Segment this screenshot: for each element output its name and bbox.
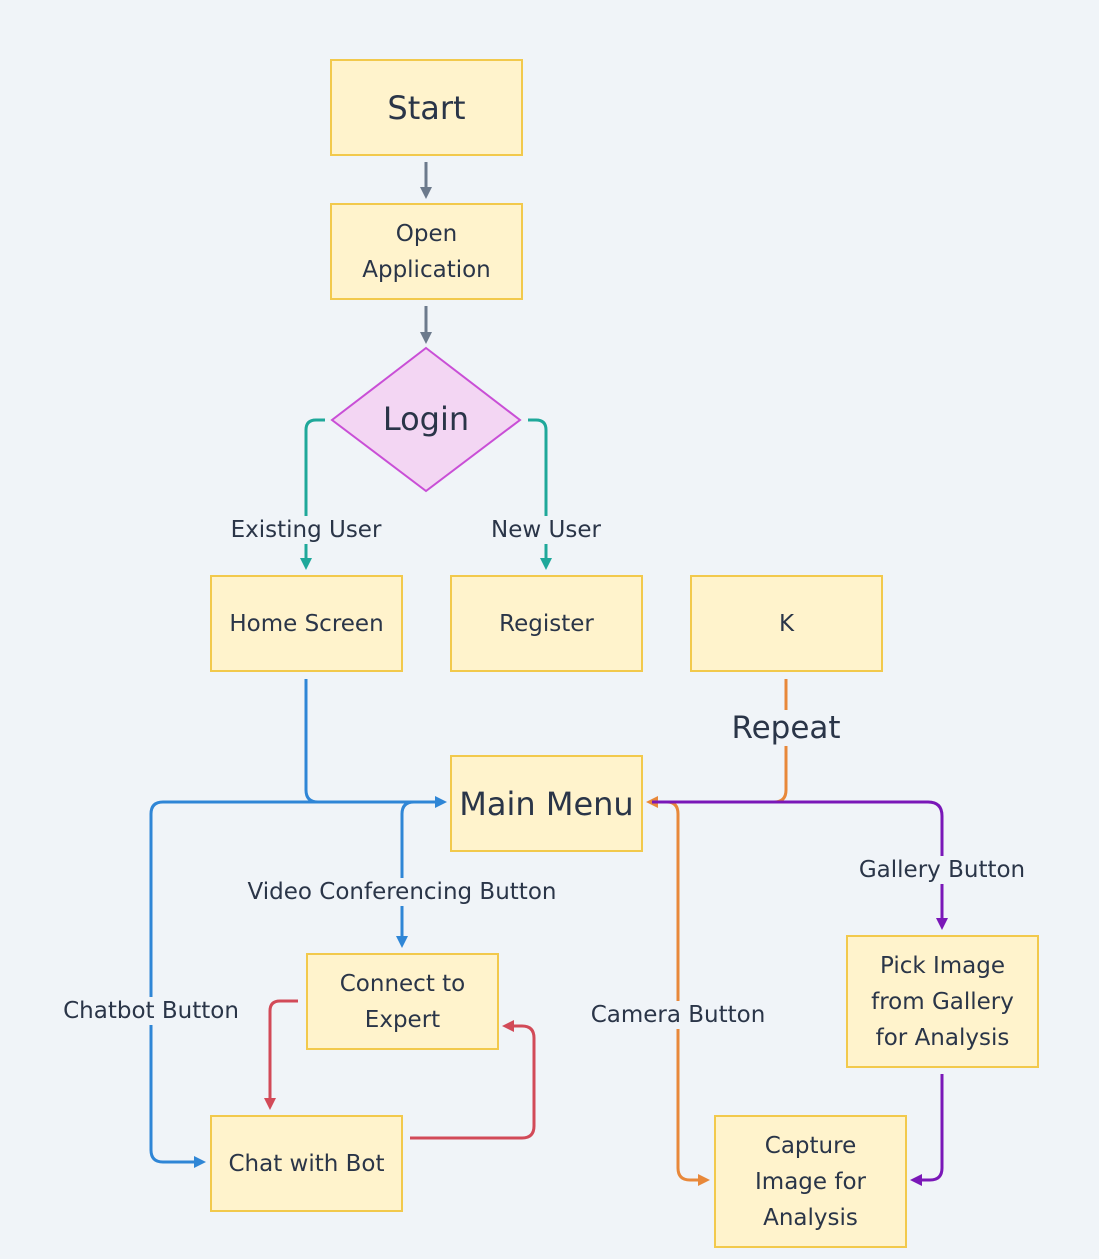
arrow-mainmenu-to-chat (149, 800, 441, 1168)
arrow-mainmenu-to-connect (396, 800, 441, 948)
node-start: Start (330, 59, 523, 156)
node-k: K (690, 575, 883, 672)
edge-label-existing-user: Existing User (226, 516, 386, 544)
arrow-login-to-home (300, 418, 325, 570)
edge-label-chatbot: Chatbot Button (59, 997, 243, 1025)
node-register: Register (450, 575, 643, 672)
node-main-menu: Main Menu (450, 755, 643, 852)
login-diamond (330, 346, 522, 493)
edge-label-camera: Camera Button (586, 1001, 770, 1029)
node-connect-to-expert-label: Connect to Expert (339, 970, 466, 1033)
arrow-login-to-register (528, 418, 552, 570)
node-pick-image-label: Pick Image from Gallery for Analysis (871, 952, 1014, 1051)
node-register-label: Register (499, 610, 594, 637)
arrow-chat-to-connect (410, 1020, 536, 1140)
node-chat-with-bot-label: Chat with Bot (228, 1150, 385, 1177)
node-capture-image-label: Capture Image for Analysis (755, 1132, 866, 1231)
node-home-screen: Home Screen (210, 575, 403, 672)
arrow-mainmenu-to-capture (652, 800, 710, 1186)
arrow-mainmenu-to-pick (652, 800, 948, 930)
arrow-home-to-mainmenu (304, 679, 447, 808)
node-open-application: Open Application (330, 203, 523, 300)
node-capture-image: Capture Image for Analysis (714, 1115, 907, 1248)
node-home-screen-label: Home Screen (229, 610, 384, 637)
node-chat-with-bot: Chat with Bot (210, 1115, 403, 1212)
edge-label-repeat: Repeat (727, 710, 845, 746)
edge-label-gallery: Gallery Button (854, 856, 1030, 884)
node-open-application-label: Open Application (362, 220, 491, 283)
node-k-label: K (778, 610, 795, 637)
arrow-pick-to-capture (910, 1074, 944, 1186)
edge-label-video-conferencing: Video Conferencing Button (243, 878, 561, 906)
arrow-connect-to-chat (264, 999, 298, 1110)
node-connect-to-expert: Connect to Expert (306, 953, 499, 1050)
node-login-label: Login (382, 400, 470, 438)
node-pick-image: Pick Image from Gallery for Analysis (846, 935, 1039, 1068)
edge-label-new-user: New User (487, 516, 605, 544)
node-main-menu-label: Main Menu (459, 784, 634, 823)
node-start-label: Start (387, 88, 466, 127)
